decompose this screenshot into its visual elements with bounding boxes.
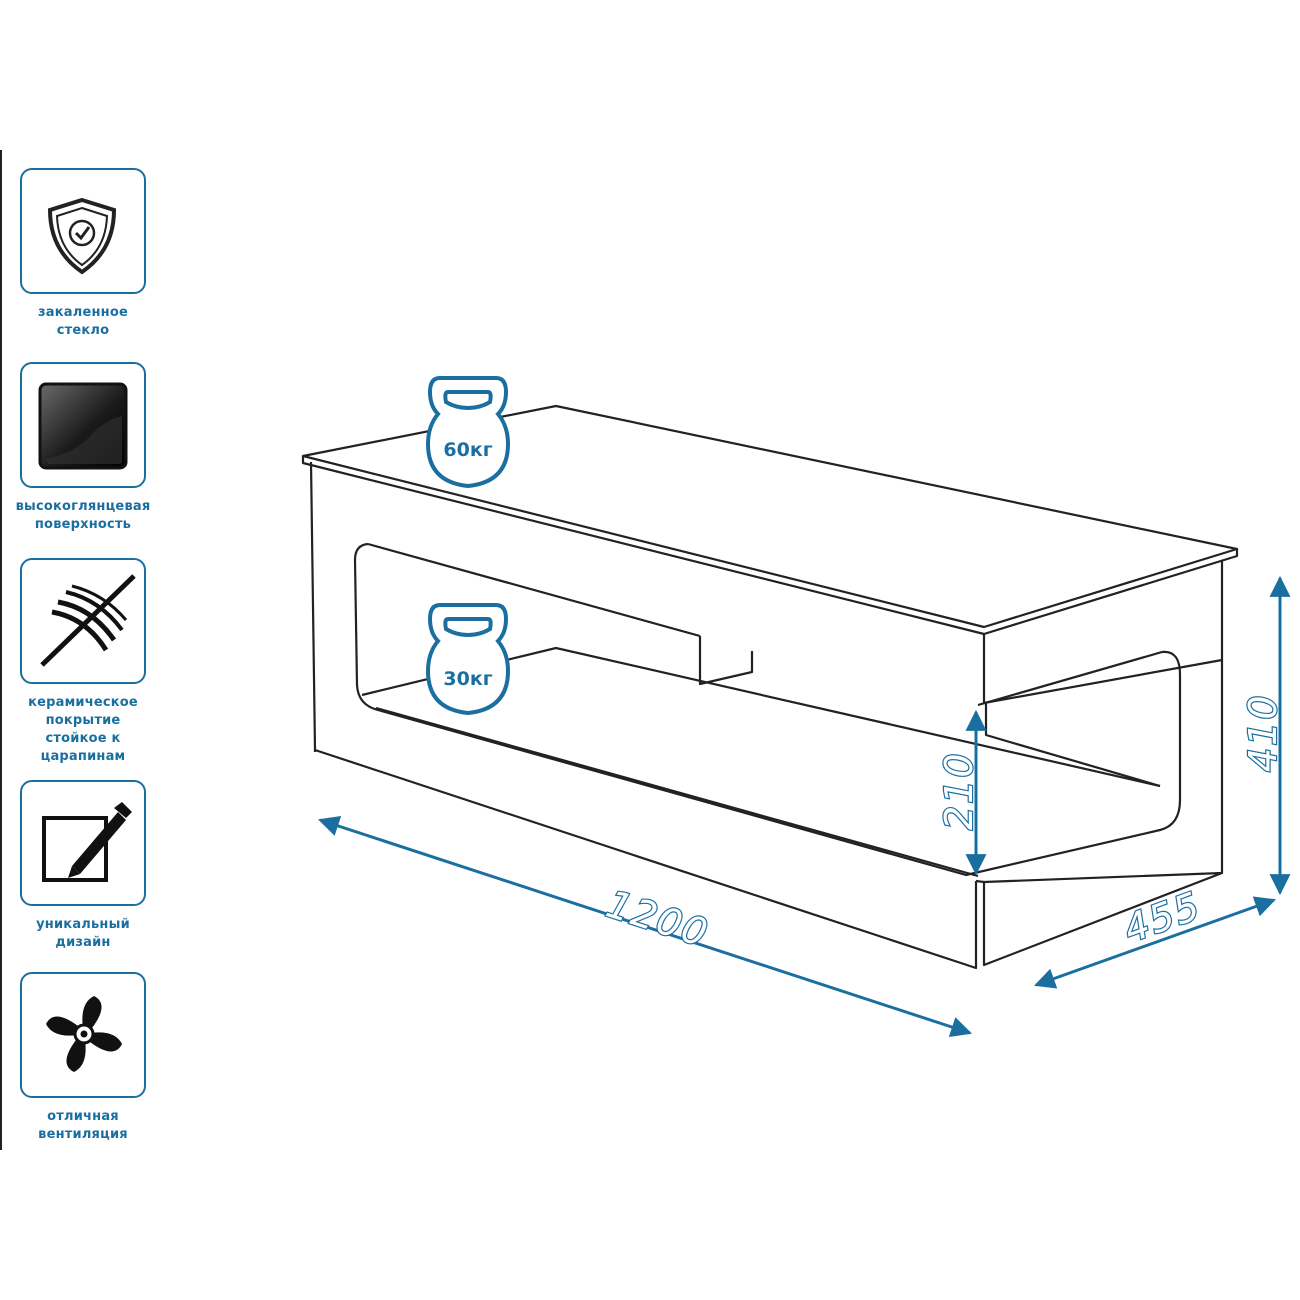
depth-dimension-line xyxy=(1034,896,1276,989)
length-label: 1200 xyxy=(601,882,714,956)
shelf-load-label: 30кг xyxy=(443,668,492,690)
kettlebell-top-icon: 60кг xyxy=(425,376,511,489)
dimension-lines xyxy=(318,575,1291,1038)
kettlebell-shelf-icon: 30кг xyxy=(425,603,511,716)
design-pen-icon xyxy=(42,802,132,882)
feature-icon-box xyxy=(20,362,146,488)
feature-icon-box xyxy=(20,558,146,684)
feature-label: высокоглянцевая поверхность xyxy=(15,499,151,532)
scratch-icon xyxy=(40,574,136,667)
shelf-height-label: 210 xyxy=(937,751,981,830)
feature-label: уникальный дизайн xyxy=(36,917,130,950)
feature-label: закаленное стекло xyxy=(38,305,128,338)
shield-check-icon xyxy=(47,197,117,275)
length-dimension-line xyxy=(318,815,972,1038)
feature-label: керамическое покрытие стойкое к царапина… xyxy=(28,695,138,764)
fan-icon xyxy=(46,996,122,1072)
feature-icon-box xyxy=(20,780,146,906)
feature-icon-box xyxy=(20,972,146,1098)
glossy-square-icon xyxy=(38,382,128,470)
height-label: 410 xyxy=(1241,693,1285,772)
feature-label: отличная вентиляция xyxy=(38,1109,128,1142)
feature-icon-box xyxy=(20,168,146,294)
left-divider-line xyxy=(0,150,2,1150)
top-load-label: 60кг xyxy=(443,439,492,461)
